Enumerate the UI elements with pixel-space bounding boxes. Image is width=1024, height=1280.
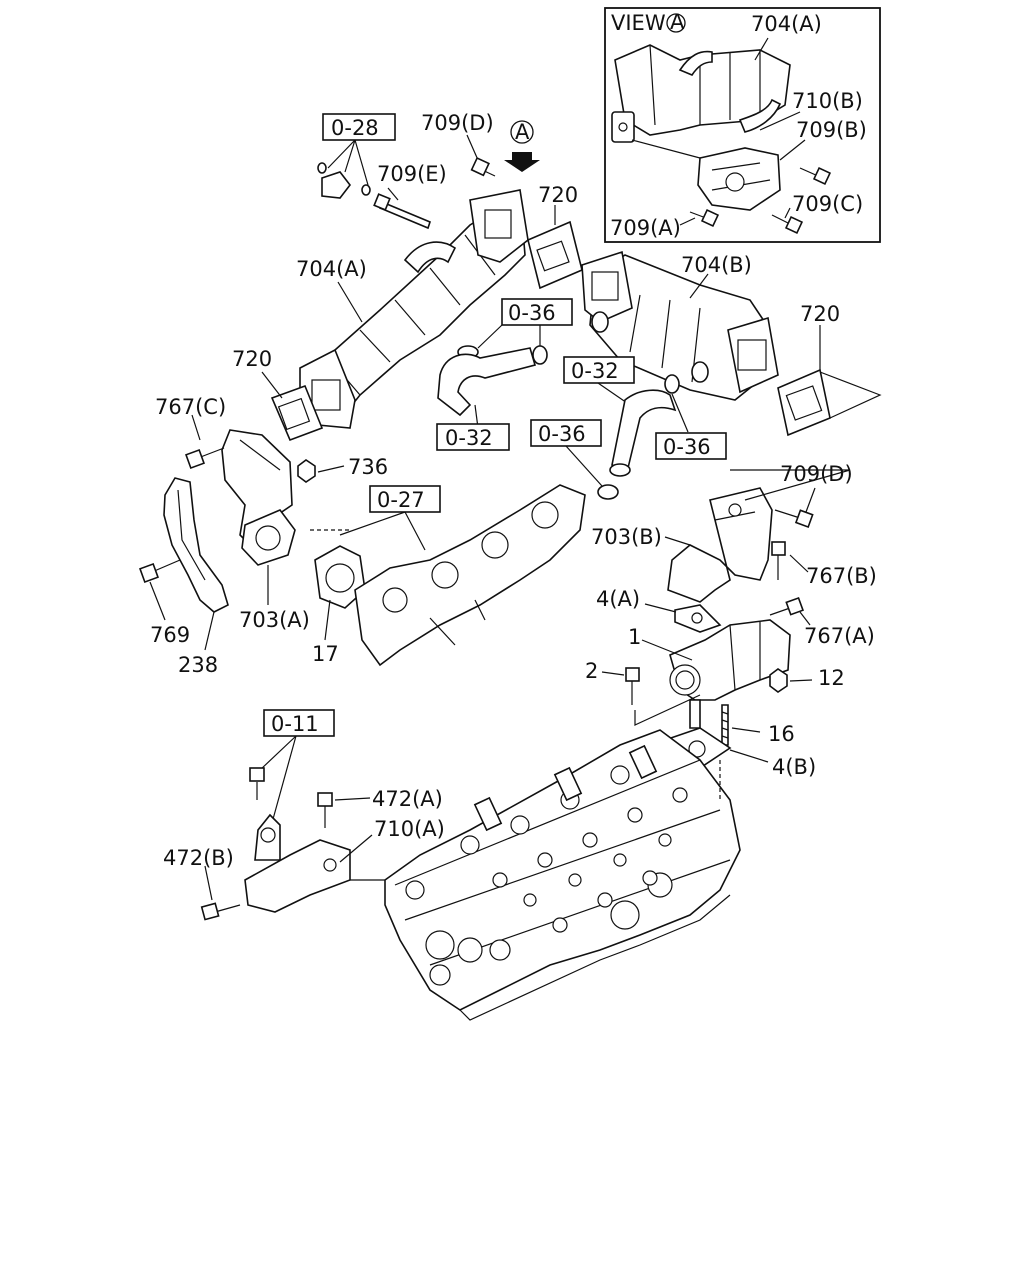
- label-472b: 472(B): [163, 846, 234, 870]
- inset-egr-cooler: [611, 44, 791, 143]
- label-4a: 4(A): [596, 587, 640, 611]
- exhaust-manifold-0-27: 0-27: [339, 484, 586, 667]
- label-767b: 767(B): [806, 564, 877, 588]
- inset-label-709c: 709(C): [792, 192, 863, 216]
- stud-16: [721, 704, 761, 746]
- inset-bolts: [689, 166, 832, 235]
- view-a-marker: A: [515, 120, 530, 144]
- bolt-767a: [769, 596, 811, 626]
- ref-0-32-right: 0-32: [571, 359, 619, 383]
- label-709d-top: 709(D): [421, 111, 494, 135]
- nut-12: [769, 668, 813, 693]
- gasket-720-top: [527, 205, 583, 290]
- egr-cooler-704a: [299, 189, 529, 429]
- pipe-703a: [221, 429, 296, 605]
- inset-view-label: VIEW: [611, 11, 666, 35]
- hose-0-32-right: 0-32: [563, 356, 677, 477]
- egr-cooler-704b: [581, 250, 779, 401]
- inset-label-709a: 709(A): [610, 216, 681, 240]
- label-703b: 703(B): [591, 525, 662, 549]
- bolt-472b: [200, 865, 241, 921]
- label-4b: 4(B): [772, 755, 816, 779]
- label-2: 2: [585, 659, 598, 683]
- view-a-arrow: A: [504, 120, 540, 172]
- label-472a: 472(A): [372, 787, 443, 811]
- ref-0-27: 0-27: [377, 488, 425, 512]
- label-710a: 710(A): [374, 817, 445, 841]
- inset-label-710b: 710(B): [792, 89, 863, 113]
- leader-710a: [339, 834, 373, 863]
- label-720-top: 720: [538, 183, 578, 207]
- label-703a: 703(A): [239, 608, 310, 632]
- bracket-0-11: 0-11: [244, 709, 351, 913]
- bolt-767b: [771, 541, 809, 580]
- ref-0-36-lower: 0-36: [538, 422, 586, 446]
- label-1: 1: [628, 625, 641, 649]
- stud-709e: [373, 187, 431, 230]
- label-16: 16: [768, 722, 795, 746]
- label-12: 12: [818, 666, 845, 690]
- ref-0-36-top: 0-36: [508, 301, 556, 325]
- clamp-0-36-right: 0-36: [655, 374, 727, 460]
- bolt-709d-mid: [774, 487, 816, 528]
- label-720-right: 720: [800, 302, 840, 326]
- inset-view-a: VIEW A: [604, 7, 881, 243]
- bolt-709d-top: [466, 134, 496, 177]
- egr-valve-1: [634, 619, 791, 729]
- inset-leaders: [631, 37, 806, 226]
- label-704b: 704(B): [681, 253, 752, 277]
- hose-0-32-left: 0-32: [436, 347, 537, 451]
- heat-shield-238: [163, 477, 229, 651]
- label-709d-mid: 709(D): [780, 462, 853, 486]
- label-704a: 704(A): [296, 257, 367, 281]
- label-769: 769: [150, 623, 190, 647]
- gasket-720-right: [777, 325, 882, 437]
- inset-view-marker: A: [670, 10, 685, 34]
- gasket-4a: [644, 603, 722, 633]
- clamp-0-36-top: 0-36: [457, 298, 573, 365]
- ref-0-32-left: 0-32: [445, 426, 493, 450]
- bolt-472a: [317, 792, 371, 828]
- label-238: 238: [178, 653, 218, 677]
- ref-0-11: 0-11: [271, 712, 319, 736]
- nut-736: [297, 459, 345, 483]
- bolt-2: [601, 667, 640, 705]
- cylinder-head: [350, 729, 741, 1021]
- label-767a: 767(A): [804, 624, 875, 648]
- gasket-17: [310, 529, 366, 641]
- bolt-767c: [185, 414, 225, 469]
- inset-egr-valve: [697, 98, 782, 211]
- label-709e: 709(E): [377, 162, 447, 186]
- ref-0-28: 0-28: [331, 116, 379, 140]
- label-736: 736: [348, 455, 388, 479]
- inset-label-704a: 704(A): [751, 12, 822, 36]
- pipe-703b: [664, 469, 851, 603]
- label-17: 17: [312, 642, 339, 666]
- bolt-769: [139, 559, 181, 621]
- clamp-0-36-lower: 0-36: [530, 419, 619, 500]
- gasket-720-left: [261, 371, 324, 442]
- ref-0-36-right: 0-36: [663, 435, 711, 459]
- clamp-0-28: 0-28: [317, 113, 396, 199]
- inset-label-709b: 709(B): [796, 118, 867, 142]
- label-720-left: 720: [232, 347, 272, 371]
- label-767c: 767(C): [155, 395, 226, 419]
